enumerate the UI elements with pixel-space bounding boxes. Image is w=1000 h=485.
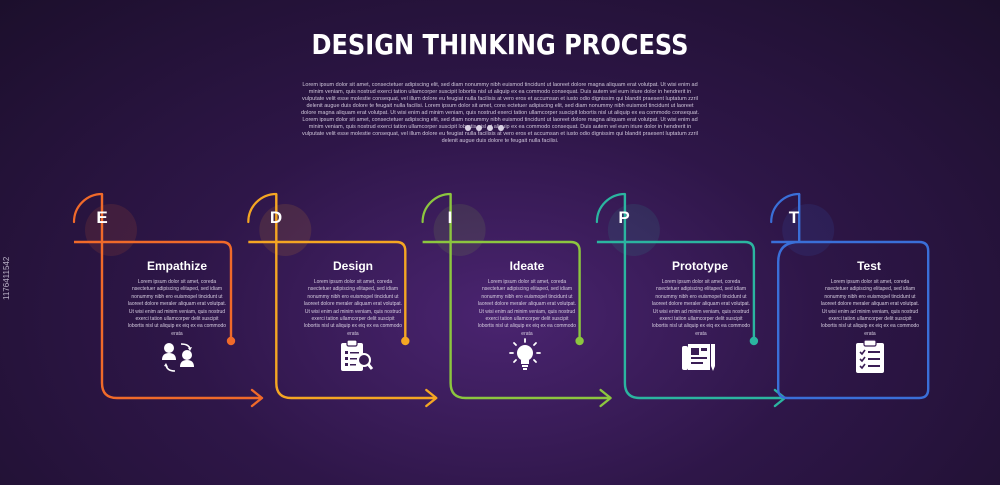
step-title-test: Test — [857, 259, 881, 273]
step-desc-ideate: Lorem ipsum dolor sit amet, coreda nsect… — [477, 279, 577, 337]
step-end-dot — [401, 336, 410, 346]
step-bracket — [422, 240, 581, 340]
step-arc — [247, 192, 278, 224]
step-end-dot — [575, 336, 584, 346]
step-letter-d: D — [269, 208, 283, 227]
step-desc-prototype: Lorem ipsum dolor sit amet, coreda nsect… — [651, 279, 751, 337]
pagination-dot — [476, 125, 482, 131]
checklist-icon — [851, 338, 889, 376]
step-bracket — [596, 240, 756, 340]
step-letter-p: P — [618, 208, 630, 227]
step-arc — [421, 192, 452, 224]
step-letter-i: I — [447, 208, 453, 227]
step-end-dot — [226, 336, 236, 346]
step-desc-test: Lorem ipsum dolor sit amet, coreda nsect… — [820, 279, 920, 337]
step-bracket — [771, 240, 930, 400]
arrow-head — [599, 388, 612, 408]
step-letter-e: E — [96, 208, 108, 227]
page-title: DESIGN THINKING PROCESS — [311, 28, 689, 61]
step-connector — [275, 194, 437, 400]
pagination-dots — [465, 125, 535, 133]
step-arc — [72, 192, 104, 224]
step-connector — [623, 194, 785, 400]
arrow-head — [250, 388, 264, 408]
step-arc — [770, 192, 801, 224]
pagination-dot — [498, 125, 504, 131]
step-end-dot — [749, 336, 759, 346]
step-letter-t: T — [788, 208, 800, 227]
step-desc-design: Lorem ipsum dolor sit amet, coreda nsect… — [303, 279, 403, 337]
step-title-empathize: Empathize — [146, 259, 207, 273]
step-connector — [100, 194, 262, 400]
step-title-prototype: Prototype — [671, 259, 728, 273]
clipboard-magnifier-icon — [336, 338, 374, 376]
step-bracket — [74, 240, 233, 340]
step-desc-empathize: Lorem ipsum dolor sit amet, coreda nsect… — [127, 279, 227, 337]
people-cycle-icon — [159, 338, 197, 376]
step-arc — [595, 192, 626, 224]
step-connector — [449, 194, 611, 400]
step-title-design: Design — [332, 259, 373, 273]
pagination-dot — [487, 125, 493, 131]
step-bracket — [248, 240, 407, 340]
lightbulb-icon — [506, 336, 544, 374]
arrow-head — [425, 388, 438, 408]
blueprint-icon — [680, 338, 718, 376]
pagination-dot — [465, 125, 471, 131]
step-title-ideate: Ideate — [509, 259, 545, 273]
